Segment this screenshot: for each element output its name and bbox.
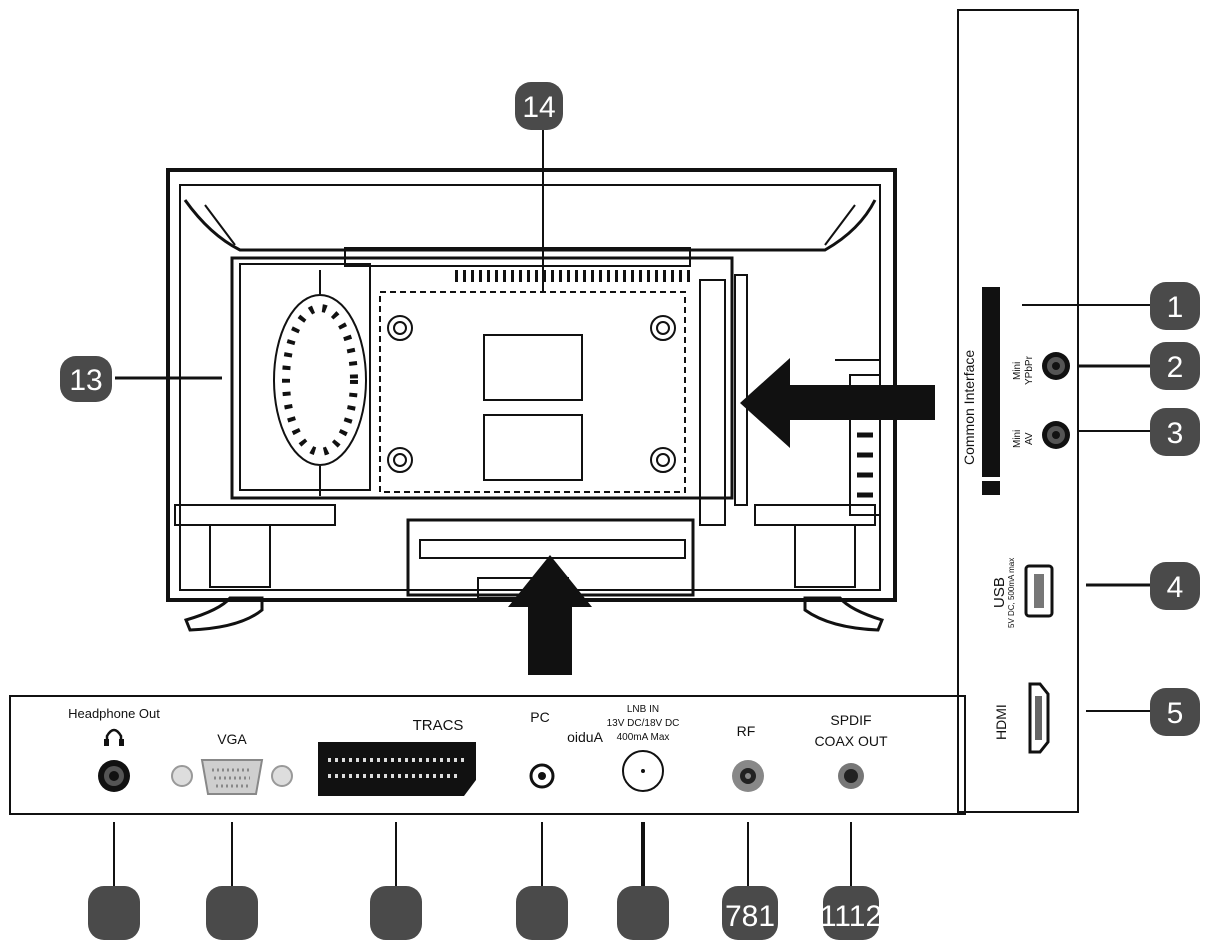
mini-ypbpr-label-2: YPbPr: [1024, 355, 1035, 385]
common-interface-label: Common Interface: [961, 350, 977, 465]
usb-label: USB: [991, 577, 1008, 608]
hdmi-port: [1028, 682, 1050, 754]
svg-text:1112: 1112: [820, 900, 882, 933]
usb-port: [1024, 564, 1054, 618]
headphone-out-label: Headphone Out: [68, 706, 160, 721]
side-connector-panel: Common Interface Mini YPbPr Mini AV USB …: [957, 9, 1079, 813]
bottom-arrow-icon: [508, 555, 592, 675]
svg-text:2: 2: [1167, 351, 1184, 384]
common-interface-slot: [982, 287, 1000, 477]
callout-bottom-3: [370, 886, 422, 940]
insertion-arrows: [508, 358, 935, 675]
mini-ypbpr-label-1: Mini: [1012, 362, 1023, 380]
callout-5: 5: [1150, 688, 1200, 736]
callout-2: 2: [1150, 342, 1200, 390]
svg-text:4: 4: [1167, 571, 1184, 604]
scart-label: TRACS: [413, 717, 464, 734]
hdmi-label: HDMI: [993, 704, 1009, 740]
vga-port: [200, 759, 264, 795]
side-arrow-icon: [740, 358, 935, 448]
usb-spec-label: 5V DC, 500mA max: [1007, 558, 1016, 628]
callout-bottom-4: [516, 886, 568, 940]
pc-label: PC: [530, 709, 549, 725]
mini-av-label-1: Mini: [1012, 430, 1023, 448]
callout-bottom-5: [617, 886, 669, 940]
callout-bottom-2: [206, 886, 258, 940]
svg-text:3: 3: [1167, 417, 1184, 450]
svg-text:1: 1: [1167, 291, 1184, 324]
mini-av-label-2: AV: [1024, 432, 1035, 445]
callout-4: 4: [1150, 562, 1200, 610]
callout-3: 3: [1150, 408, 1200, 456]
callout-14: 14: [515, 82, 563, 130]
lnb-in-port: [622, 750, 664, 792]
callout-bottom-7: 1112: [820, 886, 882, 940]
svg-text:781: 781: [725, 900, 775, 933]
lnb-voltage-label: 13V DC/18V DC: [607, 718, 680, 729]
rf-label: RF: [737, 723, 756, 739]
callout-badges: 14 13 1 2 3 4 5: [60, 82, 1200, 940]
leader-lines: [113, 128, 1150, 888]
callout-bottom-6: 781: [722, 886, 778, 940]
scart-port: [318, 742, 476, 796]
callout-13: 13: [60, 356, 112, 402]
svg-text:14: 14: [522, 91, 555, 124]
callout-1: 1: [1150, 282, 1200, 330]
bottom-connector-panel: Headphone Out VGA TRACS PC oiduA LNB IN …: [9, 695, 966, 815]
coax-out-label: COAX OUT: [814, 733, 888, 749]
callout-bottom-1: [88, 886, 140, 940]
vga-label: VGA: [217, 731, 247, 747]
audio-label: oiduA: [567, 729, 603, 745]
lnb-in-label: LNB IN: [627, 704, 659, 715]
spdif-label: SPDIF: [830, 712, 871, 728]
lnb-current-label: 400mA Max: [617, 732, 670, 743]
tv-back-illustration: [166, 168, 897, 632]
svg-text:13: 13: [69, 364, 102, 397]
headphone-icon: [105, 728, 123, 744]
pc-audio-jack: [529, 763, 555, 789]
svg-text:5: 5: [1167, 697, 1184, 730]
